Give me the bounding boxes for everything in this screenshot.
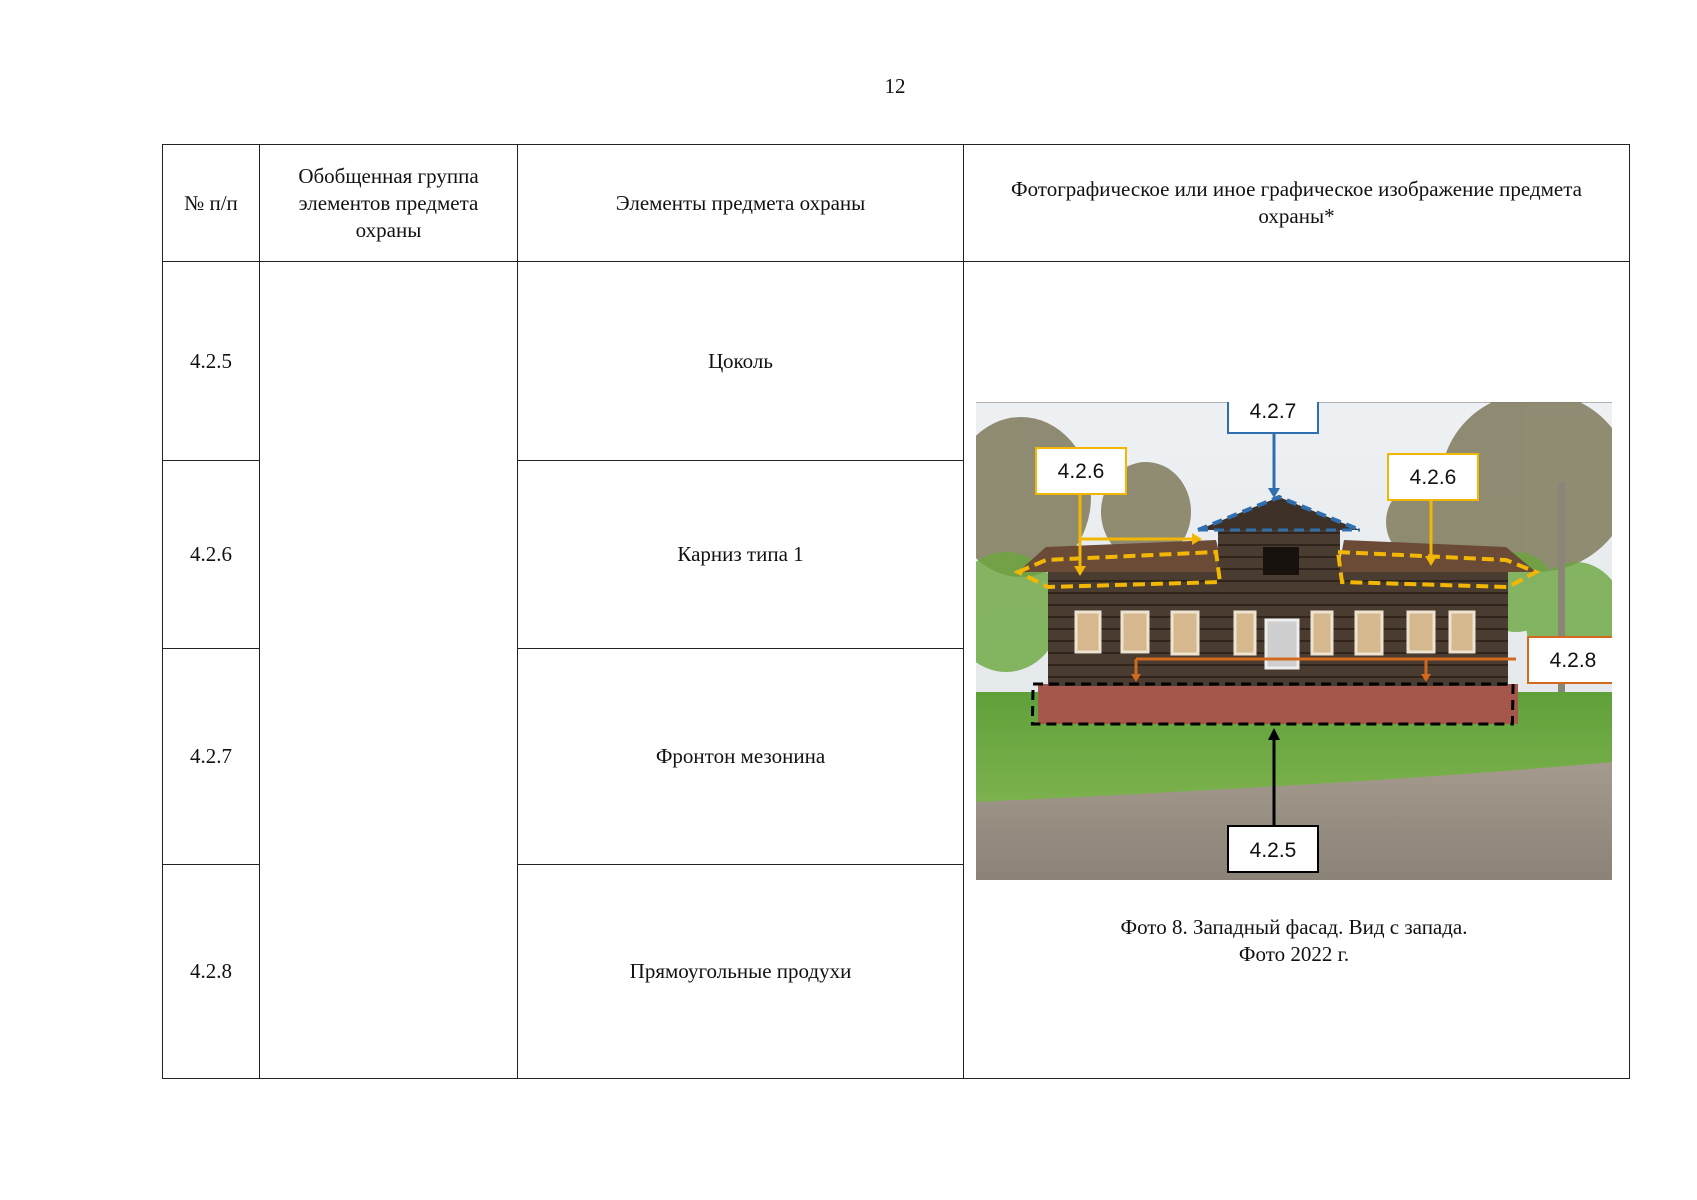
- callout-label: 4.2.5: [1250, 839, 1297, 862]
- photo-block: 4.2.7 4.2.6 4.2.6 4.2.8: [964, 262, 1624, 1078]
- callout-4-2-8: 4.2.8: [1527, 636, 1612, 684]
- row-element: Прямоугольные продухи: [517, 864, 964, 1079]
- row-element: Фронтон мезонина: [517, 648, 964, 865]
- callout-label: 4.2.7: [1250, 402, 1297, 423]
- caption-line-1: Фото 8. Западный фасад. Вид с запада.: [1120, 915, 1468, 939]
- table-row: 4.2.5 Цоколь: [162, 261, 1630, 1079]
- facade-photo: 4.2.7 4.2.6 4.2.6 4.2.8: [976, 402, 1612, 880]
- row-number: 4.2.7: [162, 648, 260, 865]
- callout-label: 4.2.6: [1058, 460, 1105, 483]
- header-image: Фотографическое или иное графическое изо…: [963, 144, 1630, 262]
- row-element: Цоколь: [517, 261, 964, 461]
- table-row: 4.2.6 Карниз типа 1: [162, 460, 1630, 649]
- group-cell: [259, 261, 518, 1079]
- row-number: 4.2.6: [162, 460, 260, 649]
- photo-caption: Фото 8. Западный фасад. Вид с запада. Фо…: [964, 914, 1624, 968]
- callout-4-2-7: 4.2.7: [1227, 402, 1319, 434]
- header-elements: Элементы предмета охраны: [517, 144, 964, 262]
- callout-4-2-6-left: 4.2.6: [1035, 447, 1127, 495]
- table-row: 4.2.7 Фронтон мезонина: [162, 648, 1630, 865]
- header-group: Обобщенная группа элементов предмета охр…: [259, 144, 518, 262]
- callout-4-2-5: 4.2.5: [1227, 825, 1319, 873]
- callout-4-2-6-right: 4.2.6: [1387, 453, 1479, 501]
- row-number: 4.2.8: [162, 864, 260, 1079]
- page-number: 12: [884, 74, 906, 98]
- protection-table: № п/п Обобщенная группа элементов предме…: [162, 144, 1630, 1079]
- table-row: 4.2.8 Прямоугольные продухи: [162, 864, 1630, 1079]
- image-cell: 4.2.7 4.2.6 4.2.6 4.2.8: [963, 261, 1630, 1079]
- header-row: № п/п Обобщенная группа элементов предме…: [162, 144, 1630, 262]
- caption-line-2: Фото 2022 г.: [1238, 942, 1350, 966]
- callout-label: 4.2.6: [1410, 466, 1457, 489]
- callout-label: 4.2.8: [1550, 649, 1597, 672]
- header-number: № п/п: [162, 144, 260, 262]
- row-number: 4.2.5: [162, 261, 260, 461]
- row-element: Карниз типа 1: [517, 460, 964, 649]
